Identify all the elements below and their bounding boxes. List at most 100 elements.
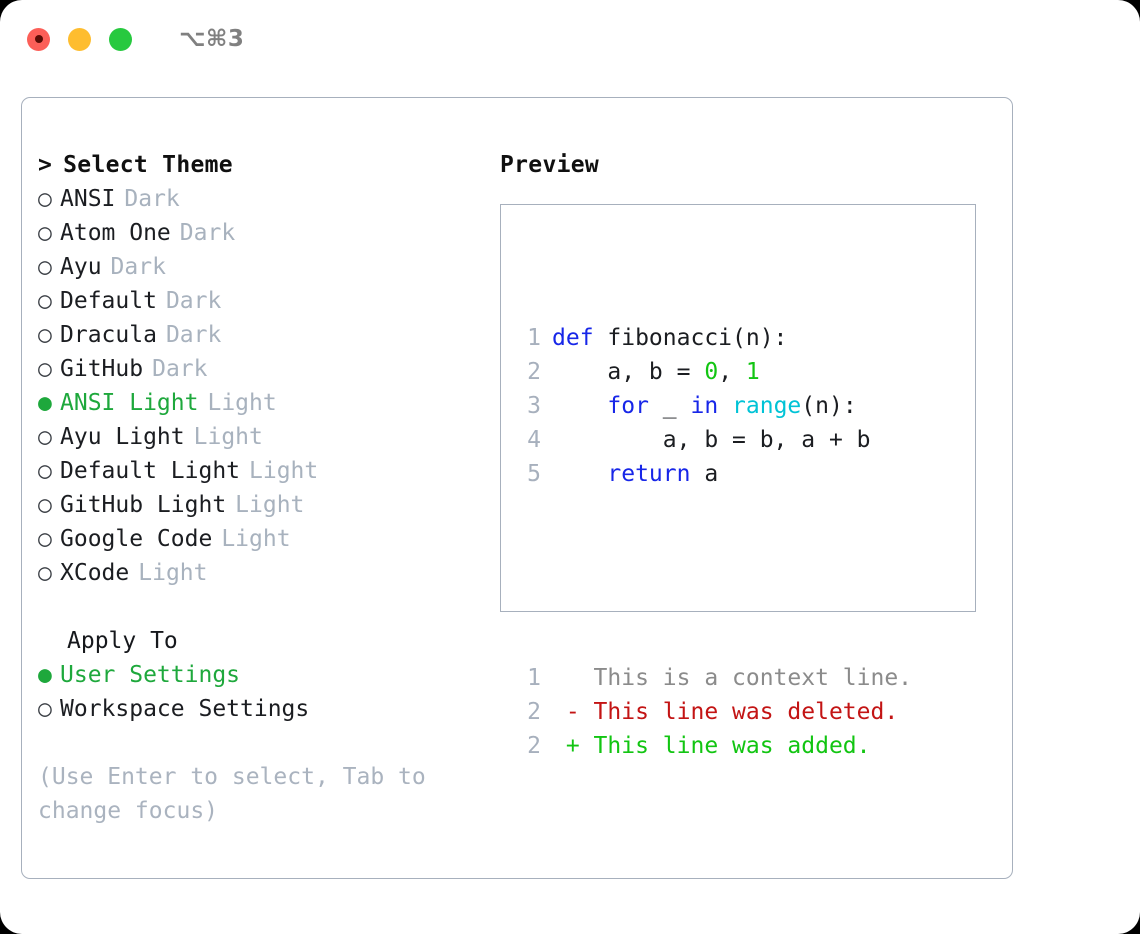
code-token: , bbox=[718, 359, 746, 385]
keyboard-shortcut-label: ⌥⌘3 bbox=[179, 26, 245, 52]
theme-name-label: GitHub Light bbox=[60, 492, 227, 518]
diff-line-text: This is a context line. bbox=[552, 665, 913, 691]
radio-unselected-icon: ○ bbox=[38, 186, 52, 212]
radio-unselected-icon: ○ bbox=[38, 322, 52, 348]
theme-variant-label: Light bbox=[221, 526, 291, 552]
code-line: 5 return a bbox=[519, 457, 912, 491]
theme-variant-label: Dark bbox=[124, 186, 180, 212]
theme-name-label: ANSI Light bbox=[60, 390, 199, 416]
radio-selected-icon: ● bbox=[38, 390, 52, 416]
theme-name-label: Default Light bbox=[60, 458, 241, 484]
line-number: 2 bbox=[527, 359, 541, 385]
theme-list-item[interactable]: ○ Google Code Light bbox=[38, 522, 493, 556]
code-token: in bbox=[690, 393, 719, 419]
line-number: 2 bbox=[527, 699, 541, 725]
code-token: a bbox=[690, 461, 719, 487]
line-number: 1 bbox=[527, 325, 541, 351]
select-theme-heading: > Select Theme bbox=[38, 148, 493, 182]
apply-to-label: User Settings bbox=[60, 662, 241, 688]
radio-unselected-icon: ○ bbox=[38, 254, 52, 280]
diff-line: 2 - This line was deleted. bbox=[519, 695, 912, 729]
theme-list-item[interactable]: ○ Dracula Dark bbox=[38, 318, 493, 352]
theme-variant-label: Dark bbox=[179, 220, 236, 246]
theme-name-label: GitHub bbox=[60, 356, 144, 382]
radio-unselected-icon: ○ bbox=[38, 424, 52, 450]
minimize-button[interactable] bbox=[68, 27, 91, 51]
line-number: 3 bbox=[527, 393, 541, 419]
apply-to-option[interactable]: ● User Settings bbox=[38, 658, 493, 692]
code-token bbox=[718, 393, 732, 419]
theme-name-label: Default bbox=[60, 288, 157, 314]
diff-line-text: - This line was deleted. bbox=[552, 699, 899, 725]
code-token: a, b = b, a + b bbox=[552, 427, 871, 453]
theme-list-item[interactable]: ○ XCode Light bbox=[38, 556, 493, 590]
diff-line-text: + This line was added. bbox=[552, 733, 871, 759]
theme-name-label: ANSI bbox=[60, 186, 116, 212]
apply-to-heading: Apply To bbox=[67, 628, 178, 654]
theme-list-item[interactable]: ○ Ayu Light Light bbox=[38, 420, 493, 454]
radio-unselected-icon: ○ bbox=[38, 492, 52, 518]
theme-name-label: Ayu bbox=[60, 254, 102, 280]
maximize-button[interactable] bbox=[109, 27, 132, 51]
theme-name-label: Google Code bbox=[60, 526, 213, 552]
theme-list-item[interactable]: ○ Ayu Dark bbox=[38, 250, 493, 284]
close-button[interactable] bbox=[27, 27, 50, 51]
radio-selected-icon: ● bbox=[38, 662, 52, 688]
title-bar: ⌥⌘3 bbox=[0, 0, 1140, 78]
caret-icon: > bbox=[38, 152, 53, 178]
theme-variant-label: Light bbox=[249, 458, 319, 484]
preview-heading: Preview bbox=[500, 152, 600, 178]
theme-name-label: XCode bbox=[60, 560, 130, 586]
code-line: 3 for _ in range(n): bbox=[519, 389, 912, 423]
code-token: return bbox=[607, 461, 691, 487]
theme-variant-label: Dark bbox=[165, 288, 222, 314]
code-token: 1 bbox=[745, 359, 760, 385]
theme-list-item[interactable]: ● ANSI Light Light bbox=[38, 386, 493, 420]
theme-list-item[interactable]: ○ Default Light Light bbox=[38, 454, 493, 488]
theme-list-item[interactable]: ○ GitHub Dark bbox=[38, 352, 493, 386]
line-number: 4 bbox=[527, 427, 541, 453]
code-token: range bbox=[732, 393, 802, 419]
apply-to-label: Workspace Settings bbox=[60, 696, 310, 722]
theme-name-label: Atom One bbox=[60, 220, 171, 246]
theme-list-item[interactable]: ○ ANSI Dark bbox=[38, 182, 493, 216]
theme-variant-label: Dark bbox=[165, 322, 222, 348]
radio-unselected-icon: ○ bbox=[38, 356, 52, 382]
code-diff-separator bbox=[519, 559, 912, 593]
theme-variant-label: Light bbox=[207, 390, 277, 416]
theme-variant-label: Light bbox=[138, 560, 208, 586]
code-token: _ bbox=[648, 393, 691, 419]
theme-variant-label: Dark bbox=[152, 356, 208, 382]
theme-name-label: Ayu Light bbox=[60, 424, 185, 450]
code-token bbox=[552, 393, 607, 419]
code-token bbox=[552, 461, 607, 487]
select-theme-heading-label: Select Theme bbox=[63, 152, 233, 178]
theme-list-item[interactable]: ○ GitHub Light Light bbox=[38, 488, 493, 522]
radio-unselected-icon: ○ bbox=[38, 526, 52, 552]
diff-lines: 1 This is a context line.2 - This line w… bbox=[519, 661, 912, 763]
theme-variant-label: Light bbox=[193, 424, 263, 450]
radio-unselected-icon: ○ bbox=[38, 458, 52, 484]
code-line: 4 a, b = b, a + b bbox=[519, 423, 912, 457]
diff-line: 1 This is a context line. bbox=[519, 661, 912, 695]
code-token: (n): bbox=[801, 393, 857, 419]
theme-variant-label: Light bbox=[235, 492, 305, 518]
line-number: 2 bbox=[527, 733, 541, 759]
list-spacer bbox=[38, 590, 493, 624]
keyboard-hint: (Use Enter to select, Tab to change focu… bbox=[38, 764, 426, 824]
apply-to-option[interactable]: ○Workspace Settings bbox=[38, 692, 493, 726]
theme-name-label: Dracula bbox=[60, 322, 157, 348]
diff-line: 2 + This line was added. bbox=[519, 729, 912, 763]
theme-variant-label: Dark bbox=[110, 254, 166, 280]
code-token: a, b = bbox=[552, 359, 705, 385]
radio-unselected-icon: ○ bbox=[38, 560, 52, 586]
